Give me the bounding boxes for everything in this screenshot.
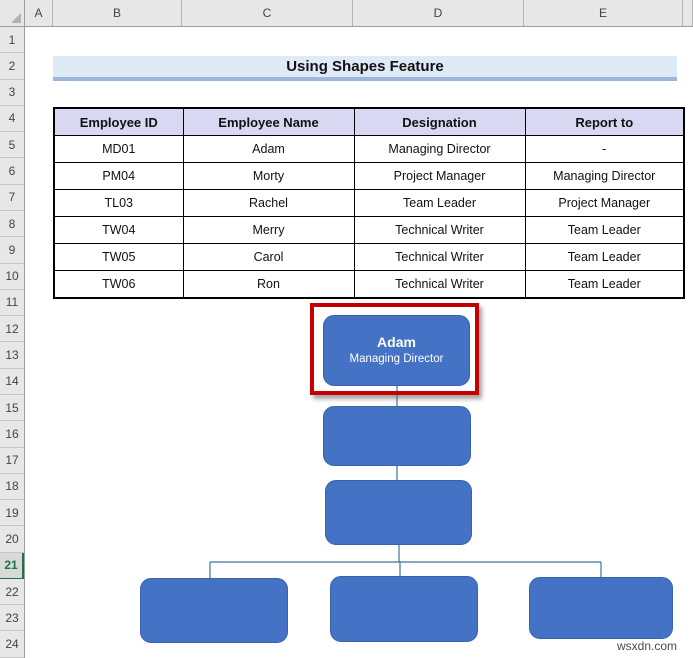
row-header-4[interactable]: 4 [0, 106, 24, 133]
row-header-24[interactable]: 24 [0, 631, 24, 658]
table-cell[interactable]: Rachel [182, 189, 355, 217]
org-chart-shape-empty-level3[interactable] [325, 480, 472, 545]
row-header-21[interactable]: 21 [0, 552, 24, 579]
table-cell[interactable]: PM04 [53, 162, 184, 190]
row-header-14[interactable]: 14 [0, 369, 24, 395]
org-chart-shape-managing-director[interactable]: Adam Managing Director [323, 315, 470, 386]
column-header-partial[interactable] [683, 0, 693, 26]
select-all-corner[interactable] [0, 0, 25, 26]
page-title: Using Shapes Feature [286, 58, 444, 75]
table-header-cell[interactable]: Designation [353, 107, 526, 136]
table-cell[interactable]: Technical Writer [353, 270, 526, 299]
table-cell[interactable]: Team Leader [524, 270, 685, 299]
title-banner: Using Shapes Feature [53, 56, 677, 81]
column-header-B[interactable]: B [53, 0, 182, 26]
table-cell[interactable]: Managing Director [353, 135, 526, 163]
org-chart-shape-empty-bottom-middle[interactable] [330, 576, 478, 642]
red-highlight-box [310, 303, 479, 395]
row-header-9[interactable]: 9 [0, 237, 24, 264]
row-header-2[interactable]: 2 [0, 53, 24, 80]
org-chart-shape-empty-bottom-left[interactable] [140, 578, 288, 643]
row-header-3[interactable]: 3 [0, 80, 24, 106]
org-chart-shape-empty-bottom-right[interactable] [529, 577, 673, 639]
row-header-20[interactable]: 20 [0, 526, 24, 553]
table-cell[interactable]: Morty [182, 162, 355, 190]
row-header-6[interactable]: 6 [0, 158, 24, 185]
row-header-8[interactable]: 8 [0, 211, 24, 238]
column-header-D[interactable]: D [353, 0, 524, 26]
table-cell[interactable]: TW06 [53, 270, 184, 299]
table-cell[interactable]: Adam [182, 135, 355, 163]
table-cell[interactable]: Technical Writer [353, 216, 526, 244]
table-cell[interactable]: Carol [182, 243, 355, 271]
row-header-11[interactable]: 11 [0, 290, 24, 317]
watermark: wsxdn.com [617, 639, 678, 653]
table-cell[interactable]: Project Manager [524, 189, 685, 217]
select-all-triangle-icon [11, 13, 21, 23]
table-cell[interactable]: Managing Director [524, 162, 685, 190]
shape-employee-title: Managing Director [349, 352, 444, 365]
table-header-cell[interactable]: Report to [524, 107, 685, 136]
table-cell[interactable]: Project Manager [353, 162, 526, 190]
table-cell[interactable]: TW05 [53, 243, 184, 271]
column-header-A[interactable]: A [25, 0, 53, 26]
table-cell[interactable]: Team Leader [353, 189, 526, 217]
row-header-22[interactable]: 22 [0, 579, 24, 606]
row-header-23[interactable]: 23 [0, 605, 24, 632]
row-header-7[interactable]: 7 [0, 185, 24, 211]
row-header-12[interactable]: 12 [0, 316, 24, 343]
column-header-C[interactable]: C [182, 0, 353, 26]
column-header-E[interactable]: E [524, 0, 683, 26]
table-cell[interactable]: Ron [182, 270, 355, 299]
row-header-19[interactable]: 19 [0, 500, 24, 527]
table-cell[interactable]: Technical Writer [353, 243, 526, 271]
table-header-cell[interactable]: Employee ID [53, 107, 184, 136]
shape-employee-name: Adam [377, 334, 416, 351]
row-header-15[interactable]: 15 [0, 395, 24, 422]
org-chart-shape-empty-level2[interactable] [323, 406, 471, 466]
table-cell[interactable]: Team Leader [524, 243, 685, 271]
table-cell[interactable]: - [524, 135, 685, 163]
row-header-10[interactable]: 10 [0, 264, 24, 290]
table-cell[interactable]: Merry [182, 216, 355, 244]
table-cell[interactable]: TW04 [53, 216, 184, 244]
row-header-5[interactable]: 5 [0, 132, 24, 159]
table-cell[interactable]: TL03 [53, 189, 184, 217]
table-cell[interactable]: MD01 [53, 135, 184, 163]
table-cell[interactable]: Team Leader [524, 216, 685, 244]
row-header-16[interactable]: 16 [0, 421, 24, 448]
row-header-1[interactable]: 1 [0, 27, 24, 54]
row-header-18[interactable]: 18 [0, 474, 24, 501]
row-header-17[interactable]: 17 [0, 448, 24, 474]
row-header-13[interactable]: 13 [0, 342, 24, 369]
table-header-cell[interactable]: Employee Name [182, 107, 355, 136]
